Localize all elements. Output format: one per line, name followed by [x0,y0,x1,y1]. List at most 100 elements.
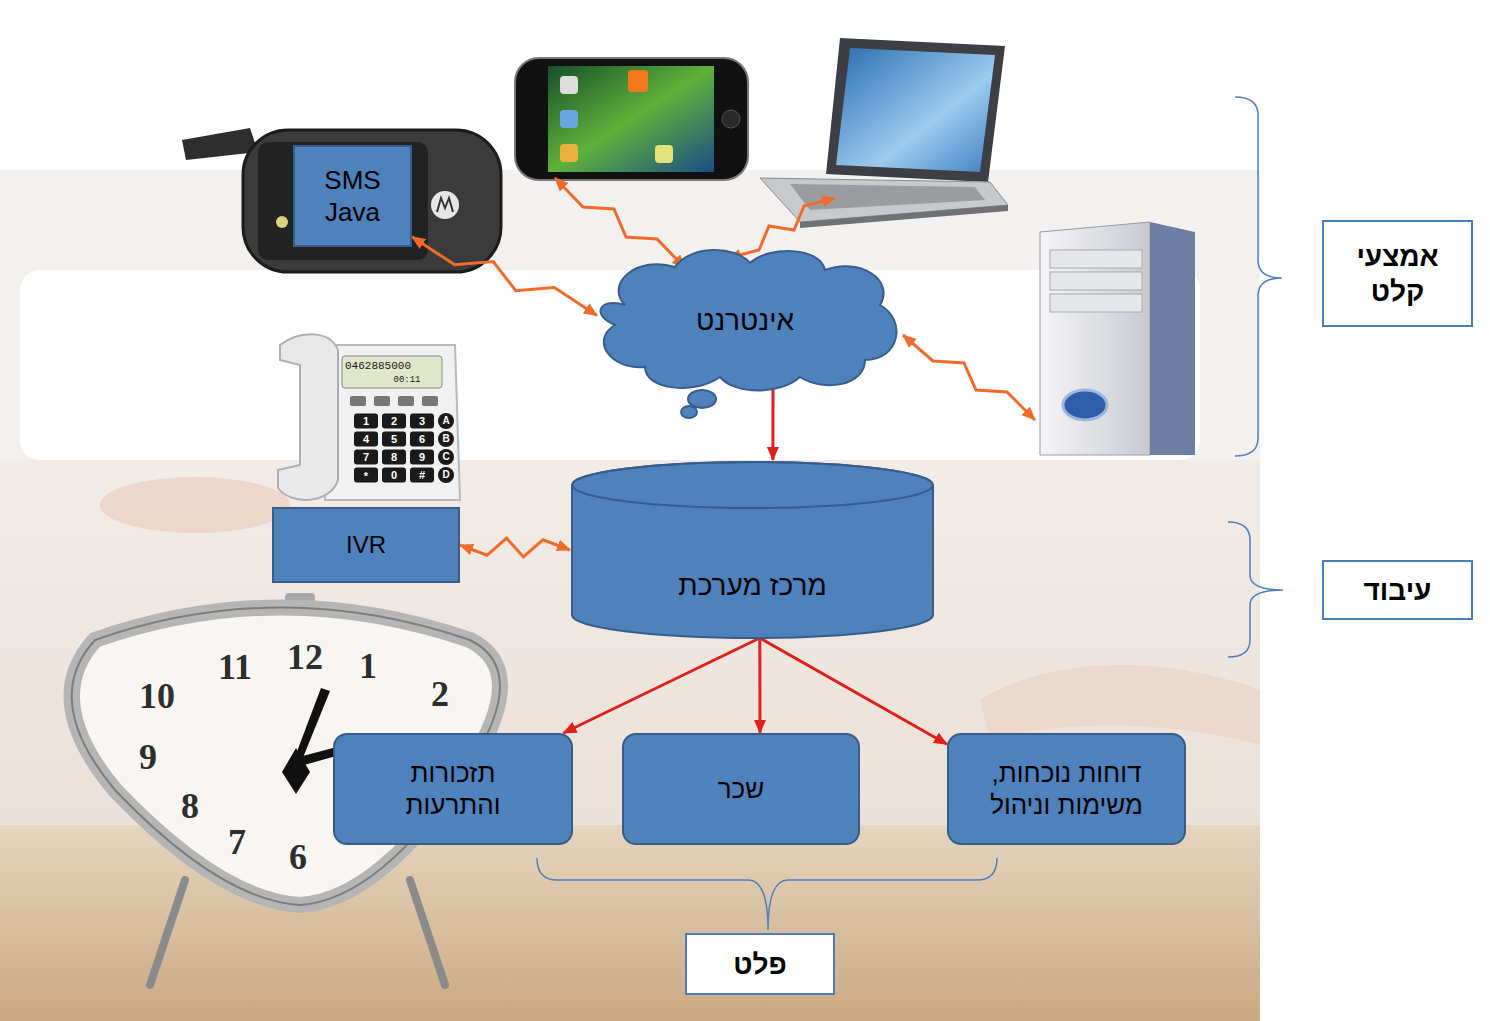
arrow-line [760,638,947,744]
clock-number: 10 [139,678,175,714]
key [354,432,378,447]
app-icon [655,145,673,163]
section-label: עיבוד [1322,560,1473,620]
arrow-line [563,638,759,733]
phone-screen [258,142,428,260]
node-text: מרכז מערכת [678,568,826,603]
key-label: 9 [419,452,425,463]
section-label: פלט [685,933,835,995]
background-band [0,170,1260,460]
function-key [350,396,366,406]
laptop-screen [836,48,995,172]
database-cylinder: מרכז מערכת [570,460,935,640]
smartphone-body [515,58,748,180]
key [410,468,434,483]
key-label: 1 [363,416,369,427]
node-text: IVR [346,530,386,560]
key [410,432,434,447]
output-box: דוחות נוכחות, משימות וניהול [947,733,1186,845]
lightning-link [460,538,570,557]
key [382,414,406,429]
app-icon [560,110,578,128]
drive-bay [1050,294,1142,312]
power-button [1063,390,1107,420]
laptop-edge [800,205,1008,228]
clock-number: 8 [181,788,199,824]
arrow-line [758,638,761,733]
key [410,450,434,465]
app-icon [628,70,648,92]
clock-number: 6 [289,839,307,875]
function-key [422,396,438,406]
output-box: תזכורות והתרעות [333,733,573,845]
laptop [760,38,1008,228]
background-panel [20,270,1200,460]
device-links [555,178,1035,420]
node-text: דוחות נוכחות, משימות וניהול [962,757,1172,822]
key-label: 2 [391,416,397,427]
drive-bay [1050,272,1142,290]
cloud-bubble [681,406,697,418]
process-box: IVR [272,507,460,583]
key-label: 5 [391,434,397,445]
handset [278,334,338,500]
key-label: # [419,470,425,481]
tower-side [1150,222,1195,455]
key-label: 8 [391,452,397,463]
cylinder-body [572,462,933,638]
curly-brace [537,858,997,930]
laptop-lid [826,38,1005,182]
node-text: פלט [733,947,787,982]
tower-front [1040,222,1150,455]
clock-leg [410,880,445,985]
clock-number: 9 [139,739,157,775]
desk-phone [278,334,460,500]
display-text: 00:11 [393,376,420,385]
function-key [398,396,414,406]
clock-hand [282,748,310,794]
node-text: אמצעי קלט [1340,239,1455,309]
key [354,450,378,465]
background-photo [0,170,1260,1021]
key-label: 0 [391,470,397,481]
phone-display [342,356,442,388]
cloud-tail [681,390,716,418]
key [382,432,406,447]
key-label: 6 [419,434,425,445]
home-button [722,110,740,128]
node-text: SMS Java [305,164,400,229]
key-label: 4 [363,434,369,445]
curly-brace [1235,97,1282,456]
display-text: 0462885000 [345,361,411,372]
sleeping-hand [100,477,290,533]
clock-number: 11 [218,649,252,685]
key-label: B [442,434,449,444]
key [438,467,454,483]
drive-bay [1050,250,1142,268]
section-label: אמצעי קלט [1322,220,1473,327]
lightning-link [903,335,1035,420]
key [438,431,454,447]
clock-number: 1 [359,648,377,684]
desktop-tower [1040,222,1195,455]
laptop-keyboard [790,184,985,210]
node-text: תזכורות והתרעות [368,757,538,822]
bed-sheet [0,460,1260,1021]
cloud-path [601,250,897,391]
phone-logo [431,191,459,219]
smartphone [515,58,748,180]
clock-number: 12 [287,639,323,675]
lightning-link [555,178,685,268]
key-label: 3 [419,416,425,427]
key-label: D [442,470,449,480]
phone-light [276,216,288,228]
node-text: שכר [718,773,765,806]
screen-box: SMS Java [293,145,412,247]
braces [537,97,1283,930]
cylinder-outline [570,460,935,640]
cylinder-rim [572,462,933,508]
node-text: אינטרנט [696,303,794,338]
arrow-line [771,387,774,460]
key [410,414,434,429]
